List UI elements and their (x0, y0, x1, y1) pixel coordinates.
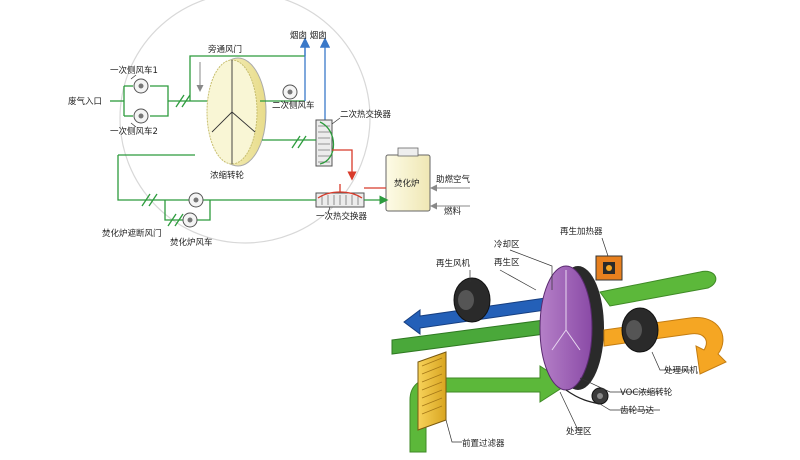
label-voc-rotor: VOC浓缩转轮 (620, 387, 673, 398)
bottom-3d-diagram: 再生加热器 冷却区 再生风机 再生区 处理风机 VOC浓缩转轮 齿轮马达 处理区… (391, 226, 727, 453)
label-cooling-zone: 冷却区 (494, 239, 520, 250)
gear-motor-icon (565, 387, 609, 405)
label-exhaust-inlet: 废气入口 (68, 96, 102, 107)
label-secondary-heat-exchanger: 二次热交换器 (340, 109, 392, 120)
process-fan-icon (621, 307, 659, 353)
concentrator-rotor-icon (206, 57, 267, 167)
label-pre-filter: 前置过滤器 (462, 438, 505, 449)
primary-fan-1-icon (133, 78, 149, 94)
label-concentrator-rotor: 浓缩转轮 (210, 170, 245, 181)
label-primary-fan-1: 一次侧风车1 (110, 65, 158, 76)
secondary-fan-icon (282, 84, 298, 100)
label-incinerator-fan: 焚化炉风车 (170, 237, 213, 248)
regen-fan-icon (453, 277, 491, 323)
primary-fan-2-icon (133, 108, 149, 124)
pre-filter-icon (417, 351, 447, 431)
label-process-fan: 处理风机 (664, 365, 699, 376)
label-regen-zone: 再生区 (494, 257, 520, 268)
incinerator-fan-icon (182, 192, 204, 228)
regen-heater-icon (595, 255, 623, 281)
label-incinerator: 焚化炉 (394, 178, 420, 189)
incinerator-icon (385, 147, 431, 212)
label-fuel: 燃料 (444, 206, 462, 217)
label-combustion-air: 助燃空气 (436, 174, 471, 185)
label-secondary-fan: 二次侧风车 (272, 100, 315, 111)
background-circle (119, 0, 371, 244)
label-incinerator-shutoff-damper: 焚化炉遮断风门 (102, 228, 162, 239)
label-bypass-damper: 旁通风门 (208, 44, 242, 55)
label-regen-fan: 再生风机 (436, 258, 471, 269)
voc-rotor-icon (539, 265, 604, 391)
label-chimney: 烟囱 烟囱 (290, 30, 327, 41)
label-primary-fan-2: 一次侧风车2 (110, 126, 158, 137)
label-process-zone: 处理区 (566, 426, 592, 437)
label-primary-heat-exchanger: 一次热交换器 (316, 211, 368, 222)
regen-loop-duct (599, 270, 717, 307)
top-process-diagram: 废气入口 一次侧风车1 一次侧风车2 旁通风门 烟囱 烟囱 二次侧风车 二次热交… (68, 0, 471, 248)
label-gear-motor: 齿轮马达 (620, 405, 655, 416)
secondary-heat-exchanger-icon (315, 119, 334, 167)
primary-heat-exchanger-icon (315, 191, 365, 208)
label-regen-heater: 再生加热器 (560, 226, 603, 237)
